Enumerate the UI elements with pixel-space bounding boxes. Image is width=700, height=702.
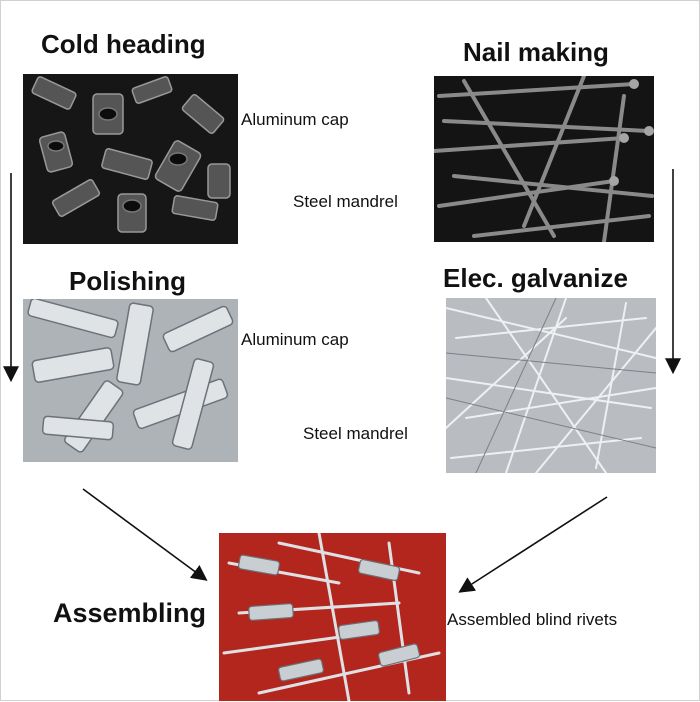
photo-polishing-caps <box>23 299 238 462</box>
step-title-assembling: Assembling <box>53 598 207 628</box>
label-steel-mandrel-mid: Steel mandrel <box>303 424 408 443</box>
step-title-polishing: Polishing <box>69 266 186 296</box>
step-title-galvanize: Elec. galvanize <box>443 263 628 293</box>
label-aluminum-cap-top: Aluminum cap <box>241 110 349 129</box>
label-assembled-blind-rivets: Assembled blind rivets <box>447 610 618 629</box>
label-steel-mandrel-top: Steel mandrel <box>293 192 398 211</box>
photo-cold-heading-caps <box>23 74 238 244</box>
photo-nail-making-mandrels <box>434 76 654 242</box>
step-title-nail-making: Nail making <box>463 37 609 67</box>
arrow-galvanize-to-assembling <box>458 496 608 593</box>
label-aluminum-cap-mid: Aluminum cap <box>241 330 349 349</box>
step-title-cold-heading: Cold heading <box>41 29 206 59</box>
photo-galvanize-mandrels <box>446 298 656 473</box>
photo-assembled-rivets <box>219 533 446 701</box>
arrow-polishing-to-assembling <box>82 488 208 581</box>
